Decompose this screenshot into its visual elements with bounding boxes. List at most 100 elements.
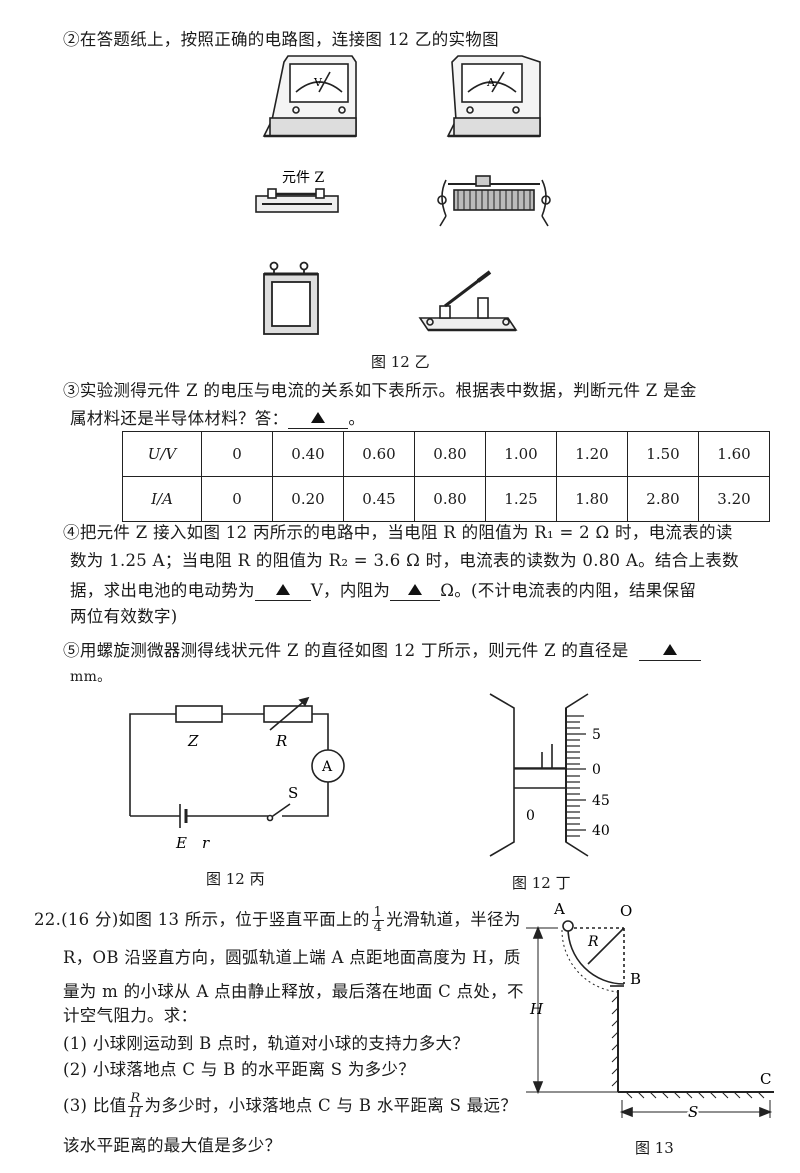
q22-text-1b: 光滑轨道，半径为 [386, 910, 521, 929]
ammeter-drawing [446, 55, 541, 138]
q4-number: ④ [63, 523, 80, 542]
q22-text-1a: (16 分)如图 13 所示，位于竖直平面上的 [61, 910, 370, 929]
table-cell: 1.50 [627, 431, 699, 477]
quarter-arc-track [567, 927, 625, 985]
table-cell: 0 [201, 476, 273, 522]
ammeter-symbol: A [486, 76, 496, 89]
q4-text-3b: V，内阻为 [310, 581, 391, 600]
fig13-caption: 图 13 [635, 1139, 674, 1157]
q4-text-3c: Ω。(不计电流表的内阻，结果保留 [440, 581, 697, 600]
thimble-tick-label: 5 [592, 727, 601, 743]
table-cell: 3.20 [698, 476, 770, 522]
diameter-answer-blank[interactable] [638, 641, 701, 661]
e-label: E [175, 834, 187, 852]
q4-line3: 据，求出电池的电动势为 V，内阻为 Ω。(不计电流表的内阻，结果保留 [70, 577, 696, 601]
answer-triangle-icon [311, 412, 326, 423]
q4-line4: 两位有效数字) [70, 607, 178, 626]
table-header-current: I/A [122, 476, 202, 522]
table-cell: 1.80 [556, 476, 628, 522]
ball-icon [562, 920, 574, 932]
point-a-label: A [553, 900, 565, 918]
table-cell: 1.25 [485, 476, 557, 522]
q2-line: ②在答题纸上，按照正确的电路图，连接图 12 乙的实物图 [63, 26, 499, 50]
q3-number: ③ [63, 381, 80, 400]
table-cell: 0.80 [414, 476, 486, 522]
table-row-current: I/A 0 0.20 0.45 0.80 1.25 1.80 2.80 3.20 [122, 476, 770, 522]
table-cell: 0.20 [272, 476, 344, 522]
voltmeter-symbol: V [313, 76, 323, 89]
q3-text-2a: 属材料还是半导体材料？答： [70, 409, 289, 428]
q22-sub1: (1) 小球刚运动到 B 点时，轨道对小球的支持力多大？ [63, 1034, 470, 1053]
table-cell: 2.80 [627, 476, 699, 522]
q5-number: ⑤ [63, 641, 80, 660]
r-label: R [275, 732, 287, 750]
q5-text-1: 用螺旋测微器测得线状元件 Z 的直径如图 12 丁所示，则元件 Z 的直径是 [79, 641, 629, 660]
internal-resistance-blank[interactable] [390, 581, 441, 601]
q3-text-2b: 。 [348, 409, 366, 428]
table-cell: 0.40 [272, 431, 344, 477]
q22-line3: 量为 m 的小球从 A 点由静止释放，最后落在地面 C 点处，不 [63, 982, 524, 1001]
fig12d-caption: 图 12 丁 [512, 874, 571, 892]
point-o-label: O [620, 902, 632, 920]
sleeve-zero-label: 0 [526, 808, 535, 824]
q22-line2: R，OB 沿竖直方向，圆弧轨道上端 A 点距地面高度为 H，质 [63, 948, 521, 967]
fig12c-caption: 图 12 丙 [206, 870, 265, 888]
table-cell: 0 [201, 431, 273, 477]
table-cell: 0.45 [343, 476, 415, 522]
rheostat-drawing [437, 175, 551, 227]
table-cell: 0.80 [414, 431, 486, 477]
thimble-tick-label: 0 [592, 762, 601, 778]
q5-line1: ⑤用螺旋测微器测得线状元件 Z 的直径如图 12 丁所示，则元件 Z 的直径是 [63, 637, 701, 661]
answer-triangle-icon [275, 584, 290, 595]
table-cell: 1.00 [485, 431, 557, 477]
q22-text-s3b: 为多少时，小球落地点 C 与 B 水平距离 S 最远？ [144, 1096, 518, 1115]
switch-symbol [269, 803, 291, 819]
uv-ia-table: U/V 0 0.40 0.60 0.80 1.00 1.20 1.50 1.60… [122, 431, 770, 522]
thimble-tick-label: 40 [592, 823, 610, 839]
table-header-voltage: U/V [122, 431, 202, 477]
table-cell: 1.60 [698, 431, 770, 477]
q4-text-1: 把元件 Z 接入如图 12 丙所示的电路中，当电阻 R 的阻值为 R₁ = 2 … [79, 523, 733, 542]
component-z-label: 元件 Z [282, 170, 324, 186]
battery-drawing [263, 261, 319, 335]
q22-line4: 计空气阻力。求： [63, 1006, 198, 1025]
ammeter-label: A [321, 759, 333, 775]
q4-text-3a: 据，求出电池的电动势为 [70, 581, 255, 600]
component-z-symbol [175, 705, 223, 723]
answer-triangle-icon [408, 584, 423, 595]
fig12d-micrometer: 5 0 45 40 0 [489, 693, 610, 857]
internal-r-label: r [202, 834, 210, 852]
voltmeter-drawing [262, 55, 357, 138]
q5-line2: mm。 [70, 669, 112, 685]
component-z-drawing [255, 188, 339, 213]
fig12b-caption: 图 12 乙 [371, 353, 430, 371]
fig12b-apparatus: V A 元件 Z [255, 55, 551, 335]
table-cell: 0.60 [343, 431, 415, 477]
q3-answer-blank[interactable] [288, 409, 349, 429]
q2-number: ② [63, 30, 80, 49]
q22-sub4: 该水平距离的最大值是多少？ [63, 1136, 282, 1155]
point-b-label: B [630, 970, 641, 988]
q3-line1: ③实验测得元件 Z 的电压与电流的关系如下表所示。根据表中数据，判断元件 Z 是… [63, 377, 697, 401]
q22-number: 22. [34, 910, 62, 929]
radius-line [587, 927, 625, 965]
switch-drawing [418, 270, 518, 332]
q22-text-s3a: (3) 比值 [63, 1096, 127, 1115]
emf-answer-blank[interactable] [254, 581, 311, 601]
answer-triangle-icon [662, 644, 677, 655]
thimble-tick-label: 45 [592, 793, 610, 809]
distance-s-label: S [688, 1103, 698, 1121]
height-h-label: H [529, 1000, 544, 1018]
table-cell: 1.20 [556, 431, 628, 477]
z-label: Z [187, 732, 199, 750]
q2-text: 在答题纸上，按照正确的电路图，连接图 12 乙的实物图 [79, 30, 499, 49]
q3-line2: 属材料还是半导体材料？答： 。 [70, 405, 365, 429]
q3-text-1: 实验测得元件 Z 的电压与电流的关系如下表所示。根据表中数据，判断元件 Z 是金 [79, 381, 697, 400]
fig12c-circuit: Z R A S E r [129, 696, 345, 852]
q4-line1: ④把元件 Z 接入如图 12 丙所示的电路中，当电阻 R 的阻值为 R₁ = 2… [63, 519, 733, 543]
fig13-track: A O R B H C S [526, 900, 774, 1123]
